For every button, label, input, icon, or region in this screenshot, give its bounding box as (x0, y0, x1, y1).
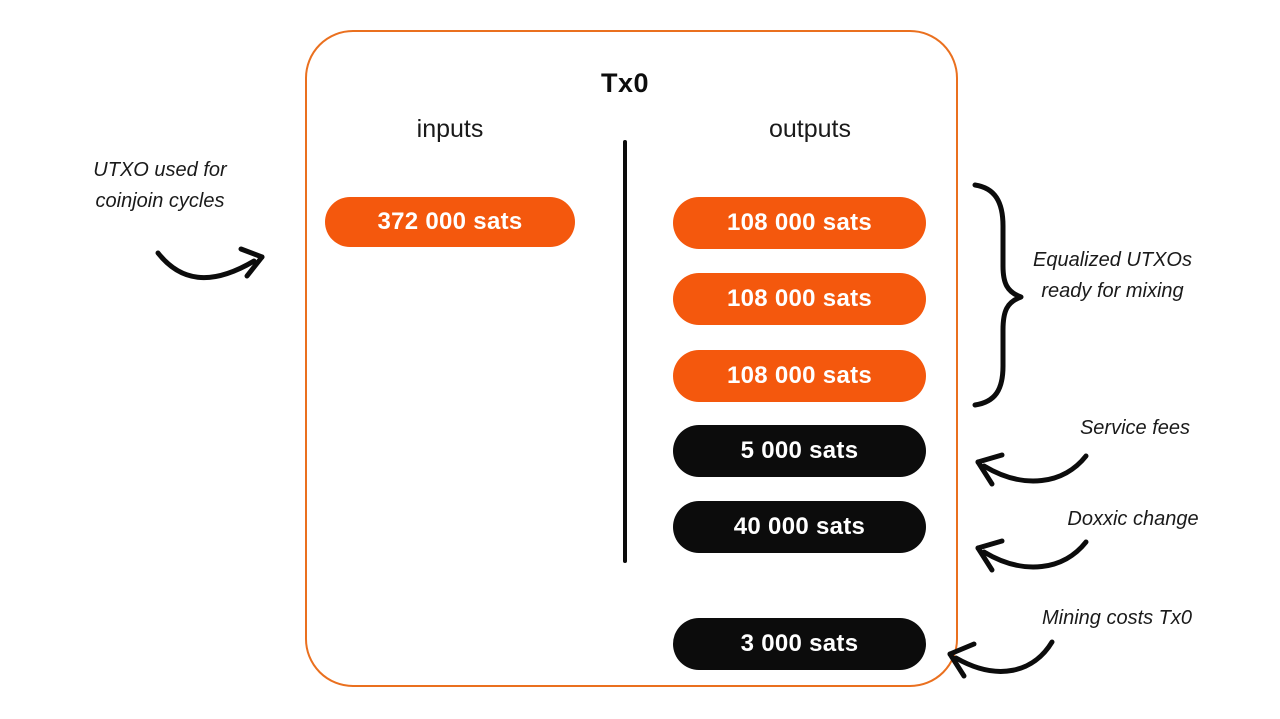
input-annotation: UTXO used for coinjoin cycles (93, 159, 227, 212)
input-arrow-icon (152, 243, 272, 298)
mining-costs-arrow-icon (938, 630, 1058, 695)
curly-brace-icon (963, 180, 1029, 420)
service-fees-annotation: Service fees (1079, 417, 1191, 439)
output-doxxic-change-pill: 40 000 sats (673, 501, 926, 553)
output-equalized-utxo-pill: 108 000 sats (673, 350, 926, 402)
input-utxo-pill: 372 000 sats (325, 197, 575, 247)
output-equalized-utxo-pill: 108 000 sats (673, 197, 926, 249)
mining-costs-annotation: Mining costs Tx0 (1041, 607, 1193, 629)
inputs-outputs-divider (623, 140, 627, 563)
output-mining-cost-pill: 3 000 sats (673, 618, 926, 670)
inputs-column-header: inputs (416, 115, 484, 143)
service-fees-arrow-icon (968, 446, 1093, 501)
output-service-fee-pill: 5 000 sats (673, 425, 926, 477)
output-equalized-utxo-pill: 108 000 sats (673, 273, 926, 325)
outputs-column-header: outputs (768, 115, 851, 143)
doxxic-change-arrow-icon (968, 530, 1093, 587)
tx0-title: Tx0 (600, 68, 650, 98)
equalized-utxos-annotation: Equalized UTXOs ready for mixing (1033, 249, 1192, 302)
doxxic-change-annotation: Doxxic change (1067, 508, 1199, 530)
